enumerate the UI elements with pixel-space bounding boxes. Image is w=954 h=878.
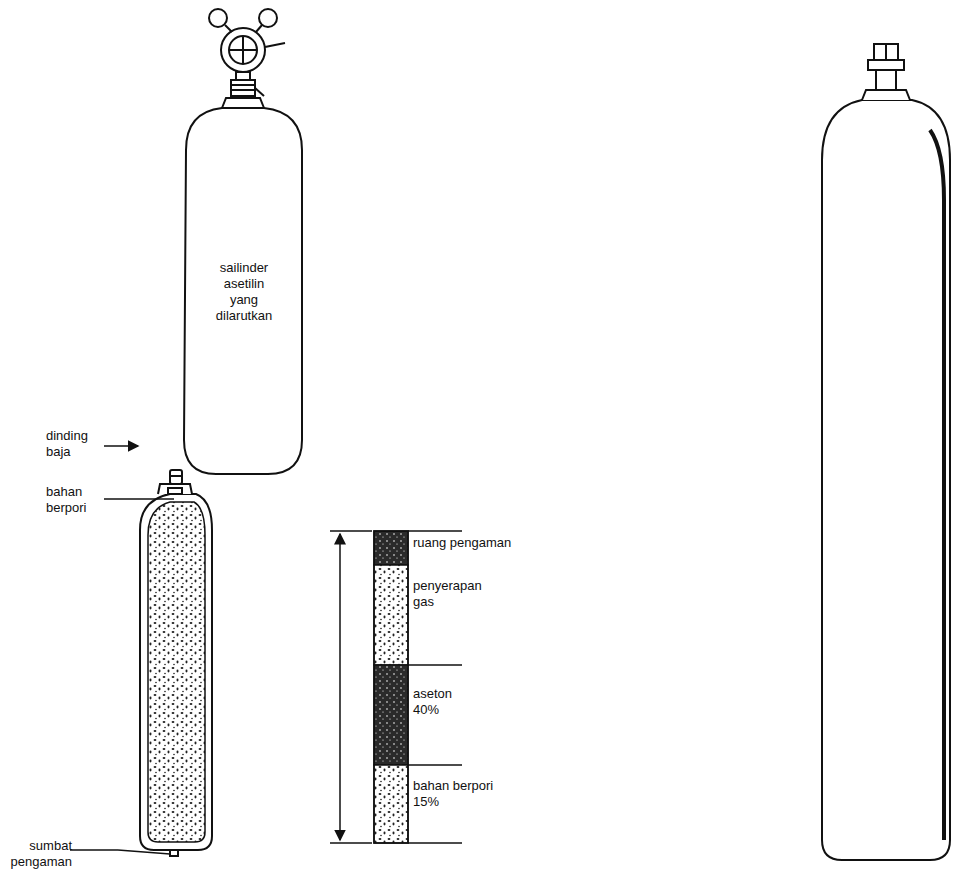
part-label: ruang pengaman [413, 535, 511, 551]
part-label: penyerapan gas [413, 578, 493, 610]
part-label: bahan berpori [46, 484, 102, 516]
cylinder-body: sailinder asetilin yang dilarutkan [186, 112, 302, 472]
part-label: dinding baja [46, 428, 102, 460]
part-label: sumbat pengaman [8, 838, 72, 870]
cylinder-label: sailinder asetilin yang dilarutkan [208, 260, 280, 324]
part-label: aseton 40% [413, 686, 473, 718]
part-label: bahan berpori 15% [413, 778, 503, 810]
